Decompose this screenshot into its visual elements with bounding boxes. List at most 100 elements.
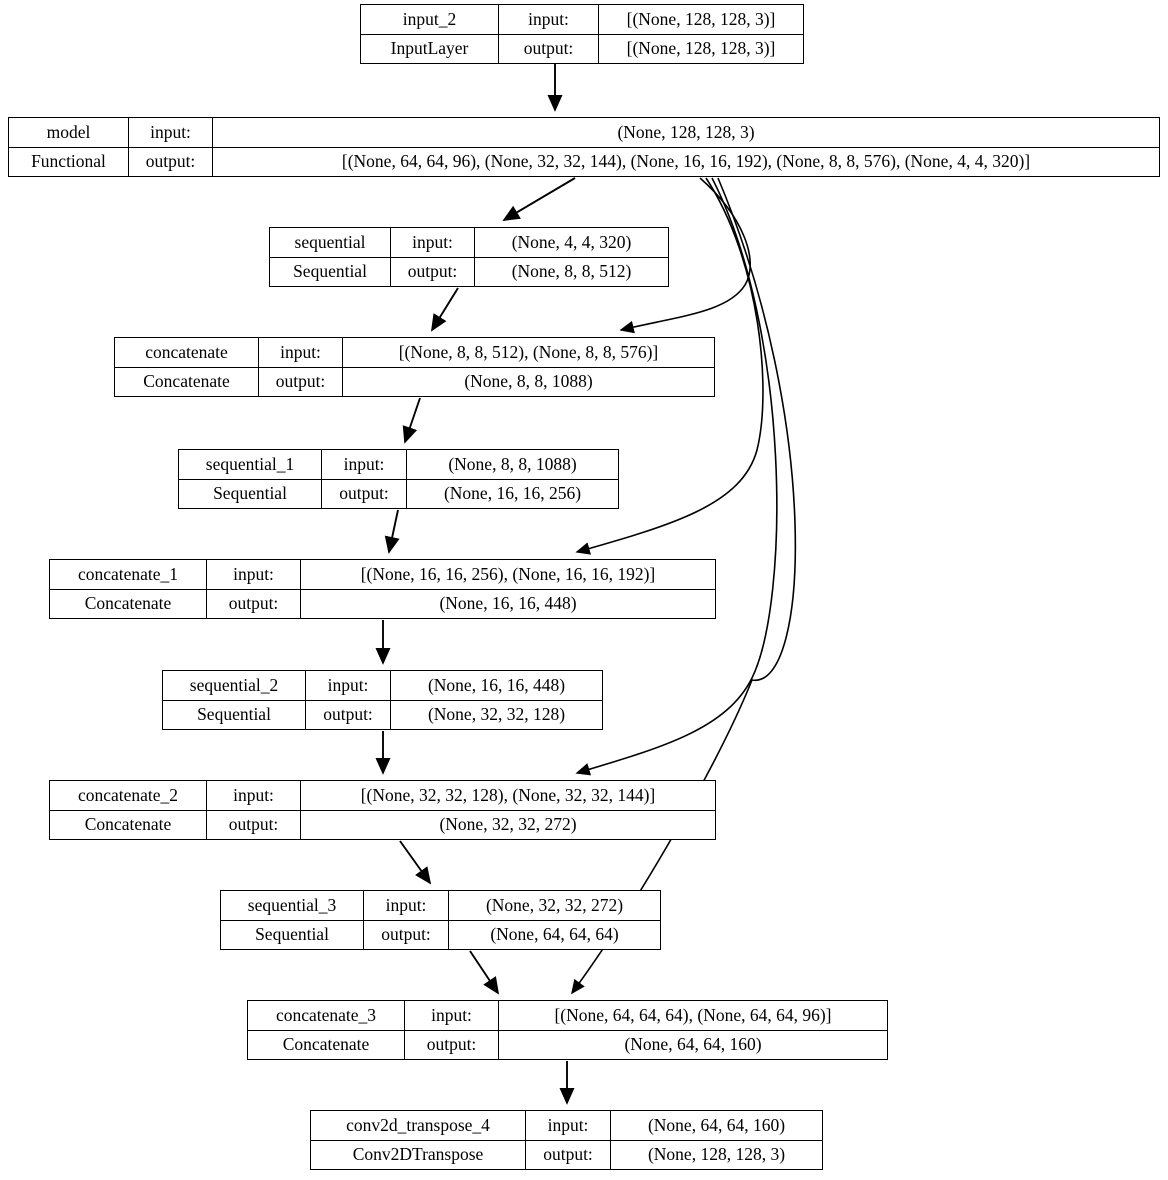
node-layer-name: concatenate_2 xyxy=(50,781,207,810)
input-label: input: xyxy=(259,338,343,367)
edge-concatenate_2-to-sequential_3 xyxy=(399,840,432,885)
output-shape-value: (None, 32, 32, 272) xyxy=(439,814,577,834)
edge-sequential-to-concatenate xyxy=(430,287,459,332)
output-shape-value: (None, 64, 64, 64) xyxy=(490,924,619,944)
output-label: output: xyxy=(207,810,301,839)
node-class-name: Sequential xyxy=(270,257,391,286)
input-shape-value: [(None, 8, 8, 512), (None, 8, 8, 576)] xyxy=(398,341,659,362)
output-label: output: xyxy=(306,700,391,729)
input-shape-value: (None, 8, 8, 1088) xyxy=(448,453,577,474)
input-label: input: xyxy=(499,5,599,34)
node-class-name: Concatenate xyxy=(115,367,259,396)
output-label: output: xyxy=(526,1140,611,1169)
input-shape-value: (None, 4, 4, 320) xyxy=(511,231,632,252)
edge-sequential_1-to-concatenate_1 xyxy=(384,509,400,554)
input-shape-value: (None, 64, 64, 160) xyxy=(647,1114,786,1135)
input-shape-value: (None, 32, 32, 272) xyxy=(485,894,624,915)
node-layer-name: sequential_3 xyxy=(221,891,364,920)
node-layer-name: sequential xyxy=(270,228,391,257)
node-class-name: Sequential xyxy=(163,700,306,729)
node-layer-name: concatenate_3 xyxy=(248,1001,405,1030)
input-shape-value: [(None, 16, 16, 256), (None, 16, 16, 192… xyxy=(360,563,656,584)
edge-concatenate-to-sequential_1 xyxy=(402,397,421,444)
output-label: output: xyxy=(391,257,475,286)
output-label: output: xyxy=(322,479,407,508)
input-shape-value: [(None, 32, 32, 128), (None, 32, 32, 144… xyxy=(360,784,656,805)
input-label: input: xyxy=(129,118,213,147)
node-layer-name: input_2 xyxy=(361,5,499,34)
node-class-name: Concatenate xyxy=(50,810,207,839)
input-label: input: xyxy=(306,671,391,700)
output-shape-value: (None, 64, 64, 160) xyxy=(624,1034,762,1054)
input-label: input: xyxy=(391,228,475,257)
node-class-name: Sequential xyxy=(179,479,322,508)
output-label: output: xyxy=(129,147,213,176)
input-label: input: xyxy=(405,1001,499,1030)
output-shape-value: (None, 8, 8, 512) xyxy=(511,261,632,281)
input-label: input: xyxy=(207,781,301,810)
node-class-name: Functional xyxy=(9,147,129,176)
input-label: input: xyxy=(364,891,449,920)
node-layer-name: concatenate xyxy=(115,338,259,367)
output-shape-value: (None, 32, 32, 128) xyxy=(427,704,566,724)
input-label: input: xyxy=(322,450,407,479)
node-class-name: Conv2DTranspose xyxy=(311,1140,526,1169)
output-shape-value: (None, 8, 8, 1088) xyxy=(464,371,593,391)
output-label: output: xyxy=(207,589,301,618)
input-shape-value: (None, 16, 16, 448) xyxy=(427,674,566,695)
output-label: output: xyxy=(364,920,449,949)
input-shape-value: [(None, 64, 64, 64), (None, 64, 64, 96)] xyxy=(554,1004,832,1025)
input-shape-value: [(None, 128, 128, 3)] xyxy=(626,8,776,29)
edge-sequential_3-to-concatenate_3 xyxy=(469,950,500,995)
output-label: output: xyxy=(405,1030,499,1059)
edge-model-to-sequential xyxy=(502,177,576,221)
output-shape-value: [(None, 128, 128, 3)] xyxy=(626,38,776,58)
output-shape-value: [(None, 64, 64, 96), (None, 32, 32, 144)… xyxy=(341,151,1031,171)
input-shape-value: (None, 128, 128, 3) xyxy=(617,121,755,142)
output-label: output: xyxy=(259,367,343,396)
output-shape-value: (None, 16, 16, 448) xyxy=(439,593,577,613)
node-layer-name: model xyxy=(9,118,129,147)
node-layer-name: conv2d_transpose_4 xyxy=(311,1111,526,1140)
input-label: input: xyxy=(526,1111,611,1140)
output-shape-value: (None, 128, 128, 3) xyxy=(647,1144,786,1164)
input-label: input: xyxy=(207,560,301,589)
output-label: output: xyxy=(499,34,599,63)
node-class-name: Sequential xyxy=(221,920,364,949)
node-layer-name: sequential_1 xyxy=(179,450,322,479)
node-layer-name: concatenate_1 xyxy=(50,560,207,589)
